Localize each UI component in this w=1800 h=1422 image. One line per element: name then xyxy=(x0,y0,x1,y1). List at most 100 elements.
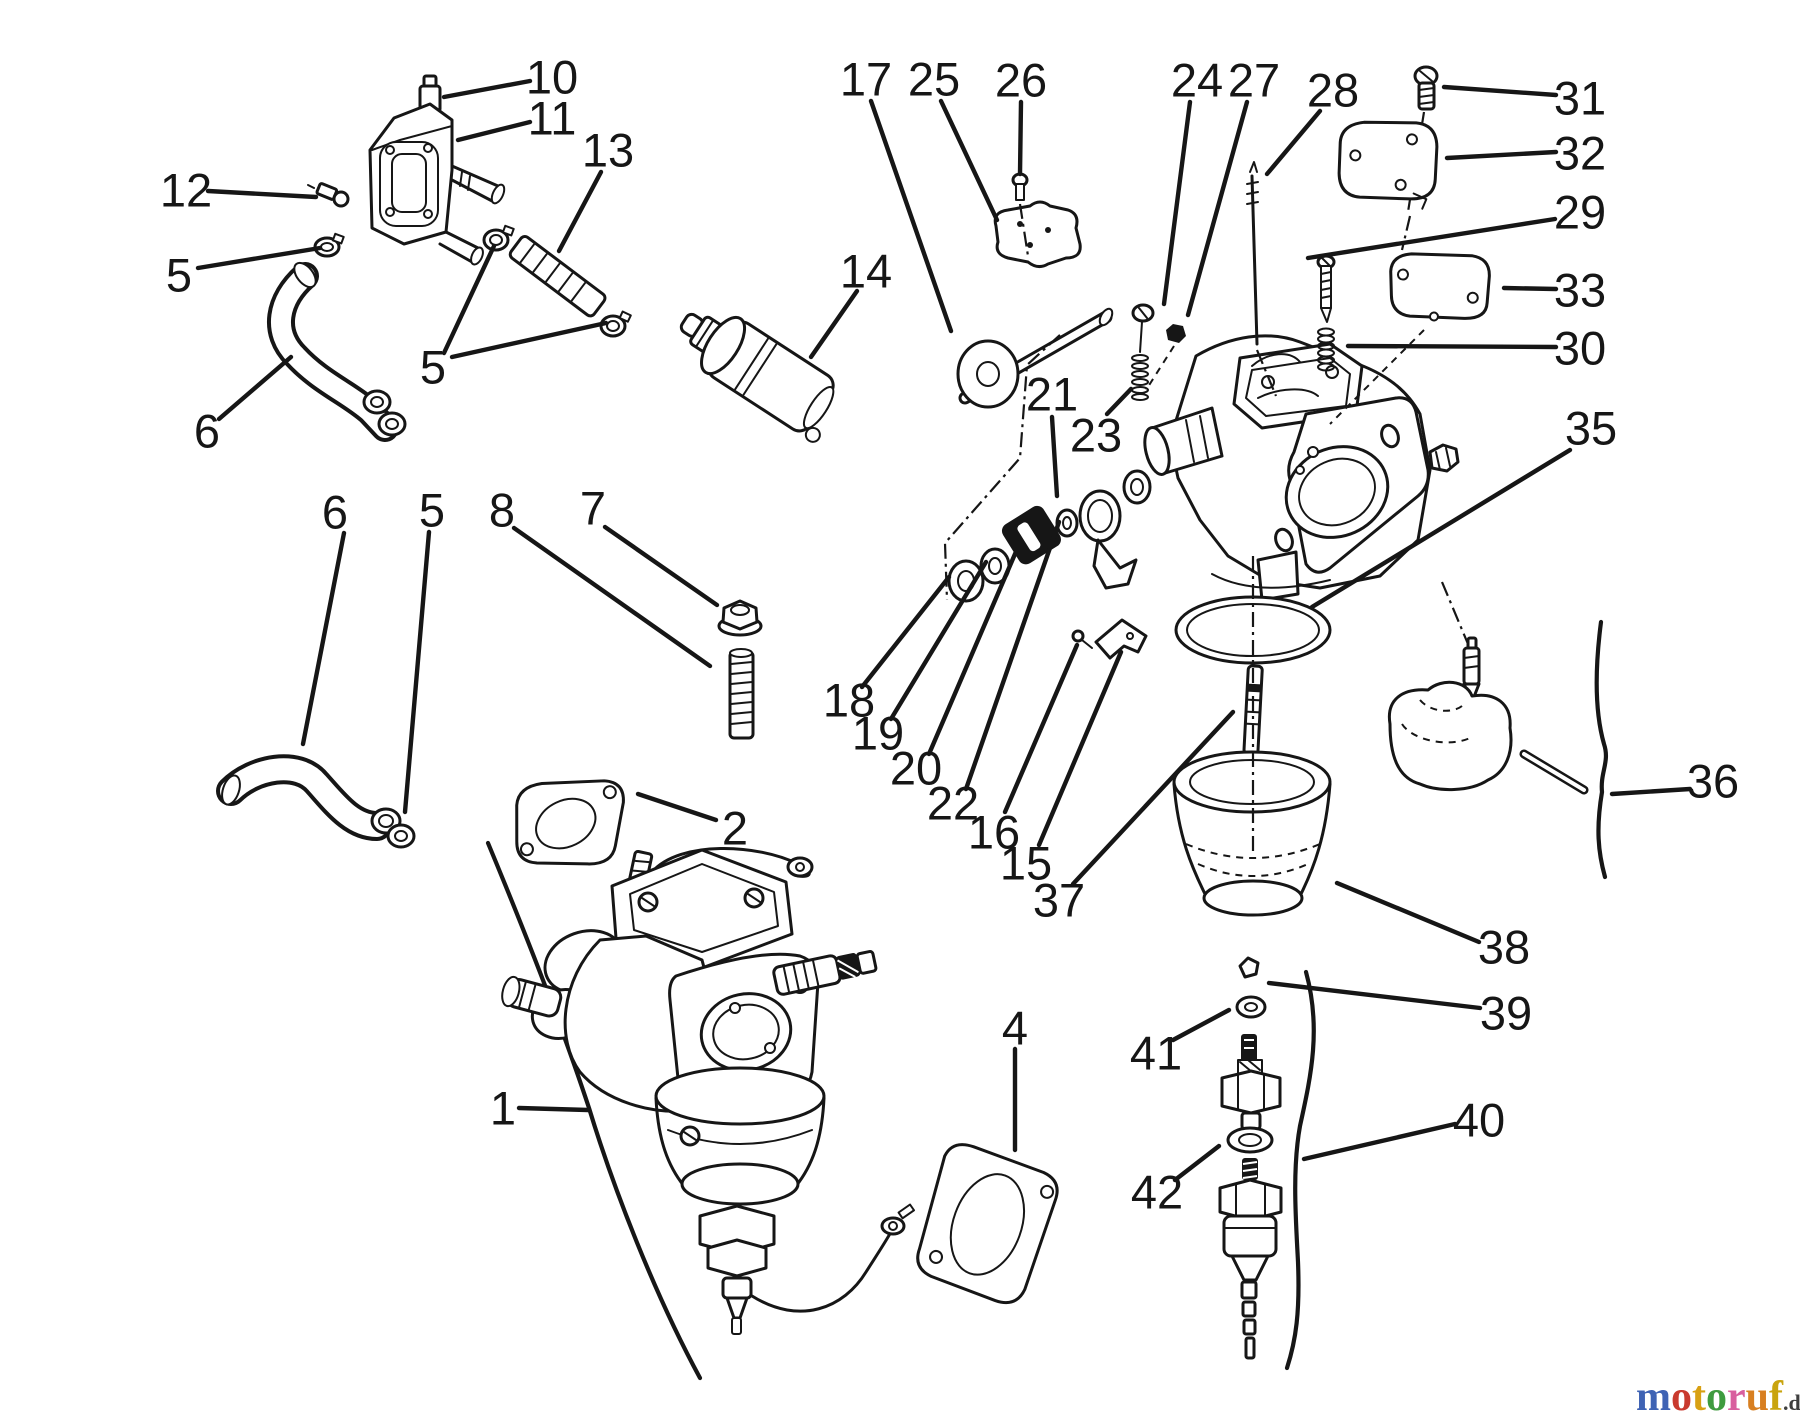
callout-label-31: 31 xyxy=(1554,72,1606,125)
part-idle-screw-23 xyxy=(1131,303,1155,401)
callout-leader-41 xyxy=(1170,1007,1232,1043)
callout-leader-20 xyxy=(926,537,1024,757)
callout-leader-5 xyxy=(441,243,497,356)
callout-leader-29 xyxy=(1305,216,1558,261)
callout-label-42: 42 xyxy=(1131,1166,1183,1219)
callout-label-4: 4 xyxy=(1002,1002,1028,1055)
callout-label-35: 35 xyxy=(1565,402,1617,455)
part-float-36 xyxy=(1387,581,1609,880)
callout-leader-38 xyxy=(1334,880,1482,945)
callout-label-7: 7 xyxy=(580,482,606,535)
part-stud-8 xyxy=(728,648,755,740)
callout-label-5: 5 xyxy=(419,484,445,537)
part-needle-27-28 xyxy=(1246,161,1278,397)
callout-leader-5 xyxy=(449,320,609,360)
callout-label-40: 40 xyxy=(1453,1094,1505,1147)
watermark-text[interactable]: motoruf.de xyxy=(1636,1374,1800,1420)
part-cover-plate-32 xyxy=(1337,120,1439,251)
callout-label-14: 14 xyxy=(840,245,892,298)
callout-leader-28 xyxy=(1264,108,1323,177)
callout-label-29: 29 xyxy=(1554,186,1606,239)
callout-leader-5 xyxy=(402,529,432,815)
part-jet-screw-29 xyxy=(1316,254,1336,323)
part-nut-24 xyxy=(1145,324,1186,391)
callout-label-39: 39 xyxy=(1480,987,1532,1040)
part-gasket-2 xyxy=(515,779,625,866)
callout-label-13: 13 xyxy=(582,124,634,177)
callout-label-1: 1 xyxy=(490,1082,516,1135)
callout-leader-27 xyxy=(1185,99,1250,318)
callout-leader-36 xyxy=(1609,786,1693,797)
callout-leader-25 xyxy=(938,98,1000,223)
callout-leader-12 xyxy=(205,188,319,200)
callout-label-2: 2 xyxy=(722,802,748,855)
callout-leader-37 xyxy=(1070,709,1236,887)
callout-leader-19 xyxy=(888,559,989,722)
callout-leader-7 xyxy=(602,524,720,608)
callout-leader-22 xyxy=(963,519,1062,792)
callout-label-10: 10 xyxy=(526,51,578,104)
callout-label-26: 26 xyxy=(995,54,1047,107)
callout-leader-30 xyxy=(1345,343,1559,350)
callout-label-24: 24 xyxy=(1171,54,1223,107)
callout-label-8: 8 xyxy=(489,484,515,537)
callout-leader-24 xyxy=(1161,99,1193,307)
part-fitting-12 xyxy=(307,182,350,208)
callout-label-41: 41 xyxy=(1130,1027,1182,1080)
callout-label-6: 6 xyxy=(322,486,348,539)
callout-leader-6 xyxy=(216,354,294,422)
callout-leader-40 xyxy=(1301,1121,1458,1162)
callout-label-18: 18 xyxy=(823,674,875,727)
callout-leader-5 xyxy=(195,245,323,271)
callout-leader-6 xyxy=(300,530,347,747)
callout-label-22: 22 xyxy=(927,777,979,830)
callout-leader-8 xyxy=(511,525,713,669)
callout-leader-14 xyxy=(808,288,860,360)
callout-leader-1 xyxy=(516,1105,591,1113)
part-cover-plate-33 xyxy=(1329,252,1491,425)
callout-label-21: 21 xyxy=(1026,368,1078,421)
callout-leader-21 xyxy=(1049,414,1060,499)
callout-leader-39 xyxy=(1266,980,1483,1011)
callout-label-32: 32 xyxy=(1554,127,1606,180)
part-spring-30 xyxy=(1317,327,1335,372)
callout-label-11: 11 xyxy=(528,92,577,145)
callout-label-38: 38 xyxy=(1478,921,1530,974)
callout-label-17: 17 xyxy=(840,53,892,106)
callout-leader-26 xyxy=(1017,99,1024,177)
callout-label-20: 20 xyxy=(890,742,942,795)
callout-leader-16 xyxy=(1002,642,1080,815)
callout-leader-2 xyxy=(635,791,719,823)
callout-label-28: 28 xyxy=(1307,64,1359,117)
part-fuel-line-13 xyxy=(508,235,632,338)
callout-label-27: 27 xyxy=(1228,54,1280,107)
callout-label-36: 36 xyxy=(1687,755,1739,808)
callout-leader-13 xyxy=(556,169,604,254)
callout-label-6: 6 xyxy=(194,405,220,458)
part-flange-nut-7 xyxy=(717,599,763,637)
part-clamp-5b xyxy=(482,224,515,252)
callout-label-12: 12 xyxy=(160,164,212,217)
callout-label-5: 5 xyxy=(420,341,446,394)
part-carburetor-upper-body xyxy=(1143,334,1460,602)
callout-leader-32 xyxy=(1444,149,1559,161)
callout-leader-42 xyxy=(1172,1143,1222,1183)
part-hose-lower-6 xyxy=(216,754,416,849)
watermark-logo: motoruf.de xyxy=(1636,1374,1800,1420)
callout-label-5: 5 xyxy=(166,249,192,302)
part-float-bowl-38 xyxy=(1172,750,1332,917)
callout-label-25: 25 xyxy=(908,53,960,106)
part-carburetor-assembly-1 xyxy=(485,840,916,1381)
callout-leader-15 xyxy=(1036,649,1124,848)
callout-leader-33 xyxy=(1501,285,1559,292)
callout-leader-11 xyxy=(455,119,533,143)
callout-label-16: 16 xyxy=(968,806,1020,859)
callout-leader-35 xyxy=(1309,447,1573,610)
callout-label-23: 23 xyxy=(1070,409,1122,462)
part-fuel-pump xyxy=(368,74,506,266)
callout-leader-18 xyxy=(859,574,952,690)
callout-label-15: 15 xyxy=(1000,837,1052,890)
